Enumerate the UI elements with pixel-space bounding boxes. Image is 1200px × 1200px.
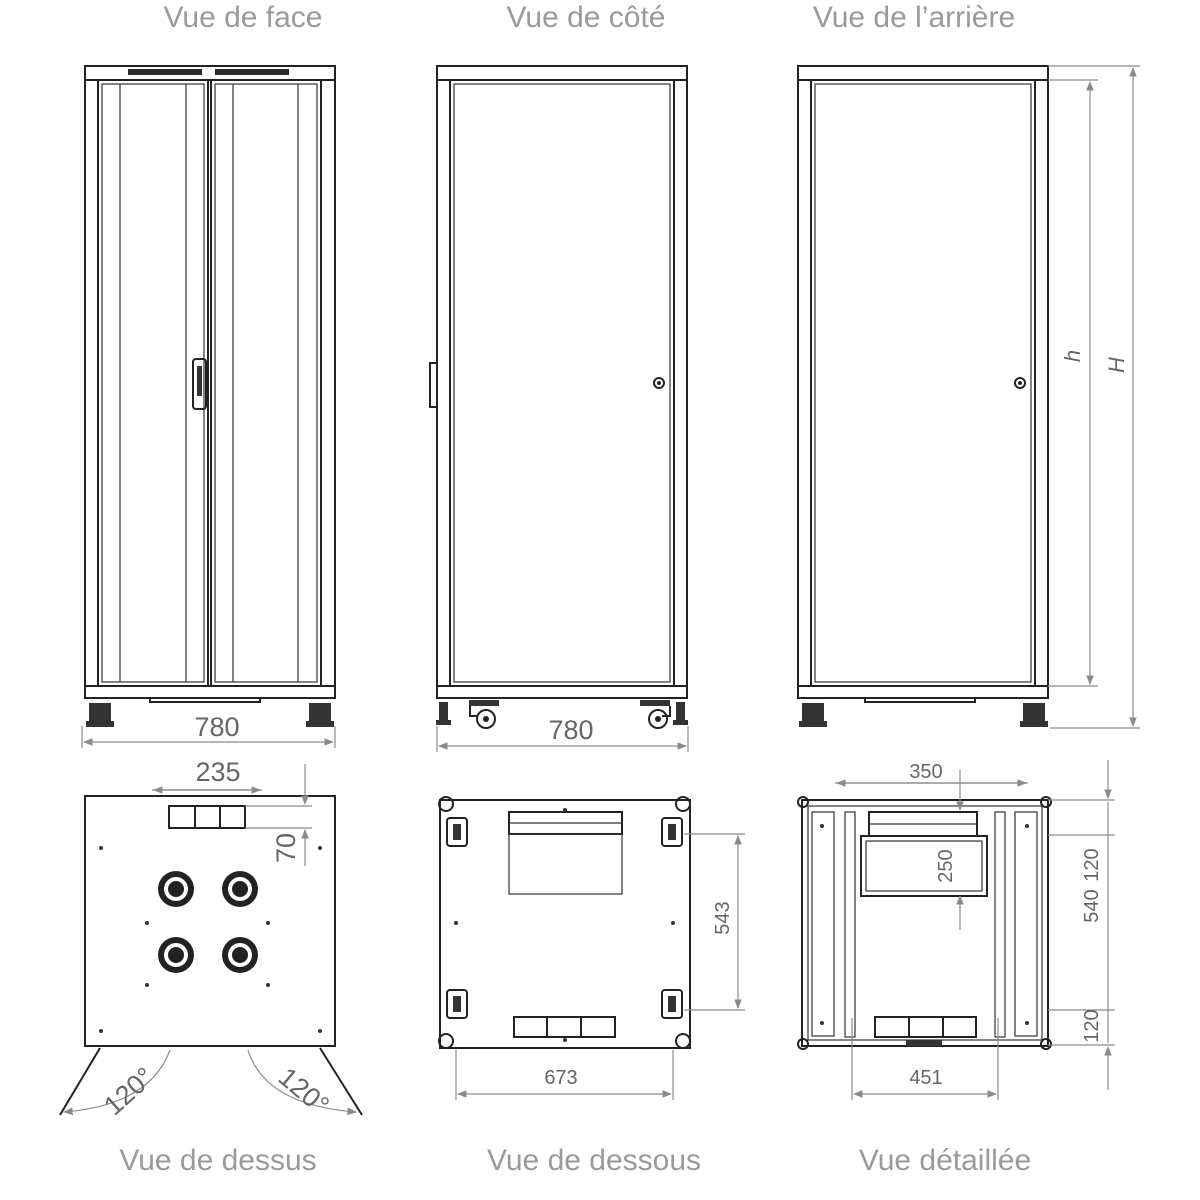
dim-side-width-label: 780 — [548, 715, 593, 745]
caster-wheel-icon — [661, 989, 683, 1019]
fan-icon — [222, 937, 258, 973]
dimension-bottom-width: 673 — [455, 1050, 674, 1100]
top-vent-right — [215, 69, 289, 75]
dim-left-door-angle: 120° — [98, 1061, 160, 1121]
dimension-detail-opening: 350 250 — [835, 761, 1028, 930]
bottom-view-cabinet — [438, 796, 691, 1049]
dimension-bottom-depth: 543 — [684, 833, 745, 1011]
dimension-side-width: 780 — [436, 715, 689, 752]
title-detail-view: Vue détaillée — [859, 1144, 1031, 1177]
dim-detail-top-margin: 120 — [1081, 848, 1103, 881]
dim-detail-opening-width: 350 — [909, 761, 942, 783]
title-side-view: Vue de côté — [506, 1, 665, 34]
rear-view-cabinet — [797, 65, 1049, 727]
dim-H-label: H — [1104, 357, 1129, 373]
dim-detail-opening-depth: 250 — [935, 849, 957, 882]
dim-detail-bottom-width-label: 451 — [909, 1067, 942, 1089]
top-vent-left — [128, 69, 202, 75]
front-view-cabinet — [84, 65, 336, 727]
leveling-foot-icon — [1023, 703, 1045, 721]
dim-top-opening-width: 235 — [195, 757, 240, 787]
dimension-rear-heights: h H — [1048, 65, 1140, 729]
leveling-foot-icon — [89, 703, 111, 721]
leveling-foot-icon — [309, 703, 331, 721]
side-view-cabinet — [429, 65, 688, 729]
lock-icon — [653, 377, 665, 389]
top-view-cabinet: 120° 120° — [59, 795, 363, 1121]
dim-h-label: h — [1060, 350, 1085, 362]
lock-icon — [1014, 377, 1026, 389]
dimension-detail-heights: 120 540 120 — [1048, 760, 1115, 1090]
caster-wheel-icon — [469, 700, 499, 729]
caster-wheel-icon — [661, 817, 683, 847]
door-handle-icon — [192, 358, 207, 410]
fan-icon — [222, 871, 258, 907]
detail-view-cabinet — [797, 796, 1052, 1050]
dim-front-width-label: 780 — [194, 712, 239, 742]
dimension-top-opening: 235 70 — [152, 757, 312, 866]
caster-wheel-icon — [640, 700, 671, 729]
title-top-view: Vue de dessus — [119, 1144, 316, 1177]
title-front-view: Vue de face — [163, 1, 322, 34]
dim-bottom-width-label: 673 — [544, 1067, 577, 1089]
leveling-foot-icon — [802, 703, 824, 721]
dim-detail-middle: 540 — [1081, 889, 1103, 922]
dim-top-opening-depth: 70 — [271, 833, 301, 863]
fan-icon — [158, 937, 194, 973]
dim-right-door-angle: 120° — [273, 1062, 335, 1121]
dimension-detail-bottom-width: 451 — [851, 1018, 999, 1100]
dim-detail-bottom-margin: 120 — [1081, 1009, 1103, 1042]
dim-bottom-depth-label: 543 — [712, 901, 734, 934]
caster-wheel-icon — [446, 989, 468, 1019]
title-bottom-view: Vue de dessous — [487, 1144, 701, 1177]
caster-wheel-icon — [446, 817, 468, 847]
title-rear-view: Vue de l’arrière — [813, 1, 1015, 34]
fan-icon — [158, 871, 194, 907]
leveling-foot-icon — [676, 702, 685, 720]
dimension-front-width: 780 — [81, 712, 336, 748]
leveling-foot-icon — [439, 702, 448, 720]
